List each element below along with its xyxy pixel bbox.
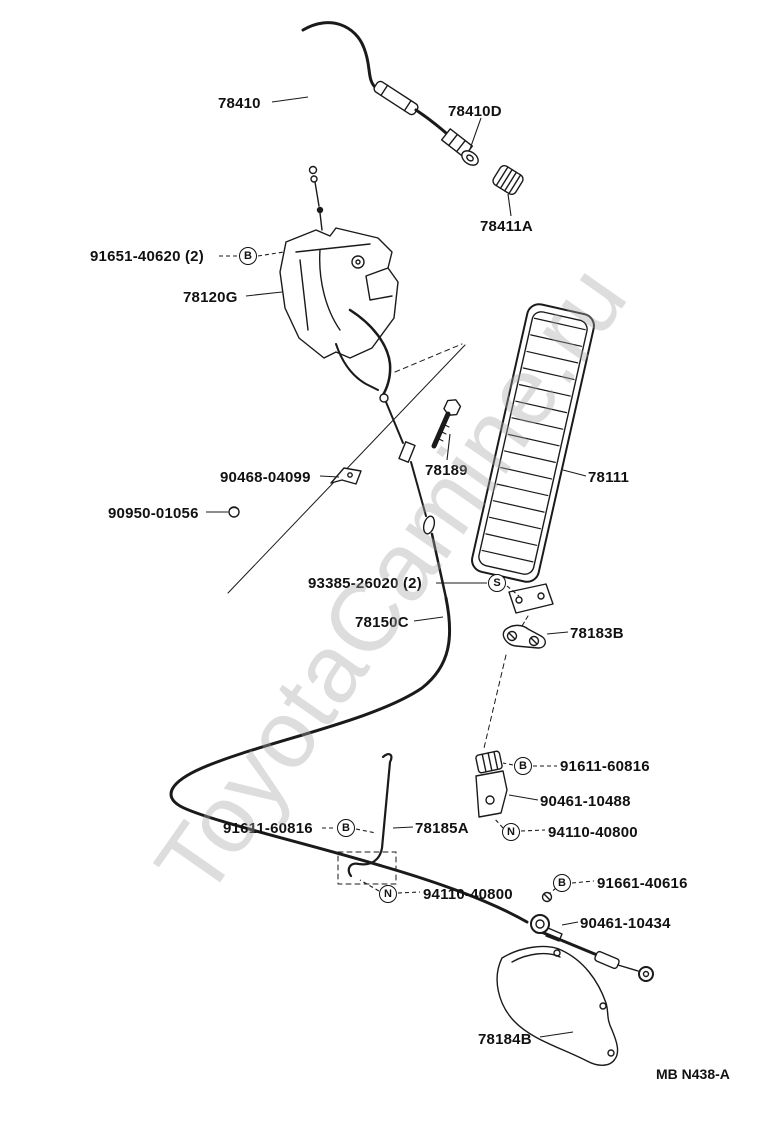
part-label-78410D: 78410D [448,103,502,120]
part-label-78185A: 78185A [415,820,469,837]
cable-cap-art [492,164,524,196]
part-label-78189: 78189 [425,462,468,479]
cable-washer-art [461,150,479,166]
part-label-78183B: 78183B [570,625,624,642]
part-label-78184B: 78184B [478,1031,532,1048]
fastener-marker-N-17: N [379,885,397,903]
part-label-90461-10434: 90461-10434 [580,915,671,932]
diagram-code: MB N438-A [656,1066,730,1082]
link-cable-art [169,401,654,982]
clip-bracket-art [475,750,508,818]
part-label-78410: 78410 [218,95,261,112]
part-label-90461-10488: 90461-10488 [540,793,631,810]
part-label-94110-40800: 94110-40800 [548,824,638,841]
pedal-pad-art [471,303,595,614]
leader-lines [206,96,595,1038]
part-label-78411A: 78411A [480,218,533,235]
shield-art [496,945,619,1066]
clamp-78183B-art [502,624,546,649]
part-label-78120G: 78120G [183,289,238,306]
part-label-91611-60816: 91611-60816 [560,758,650,775]
fastener-marker-S-9: S [488,574,506,592]
fastener-marker-B-18: B [553,874,571,892]
fastener-marker-N-16: N [502,823,520,841]
part-label-91651-40620-2-: 91651-40620 (2) [90,248,204,265]
pedal-bracket-art [279,227,399,403]
screw-clamp-art [530,891,563,942]
small-clamp-art [330,467,362,485]
part-label-78111: 78111 [588,469,630,486]
fastener-marker-B-12: B [514,757,532,775]
part-label-93385-26020-2-: 93385-26020 (2) [308,575,422,592]
throttle-cable-art [301,21,474,231]
rod-art [337,753,397,885]
part-label-91611-60816: 91611-60816 [223,820,313,837]
bolt-art [431,399,462,449]
part-label-91661-40616: 91661-40616 [597,875,688,892]
part-label-90468-04099: 90468-04099 [220,469,311,486]
part-label-90950-01056: 90950-01056 [108,505,199,522]
part-label-78150C: 78150C [355,614,409,631]
grommet-art [228,506,240,518]
fastener-marker-B-3: B [239,247,257,265]
fastener-marker-B-14: B [337,819,355,837]
part-label-94110-40800: 94110-40800 [423,886,513,903]
